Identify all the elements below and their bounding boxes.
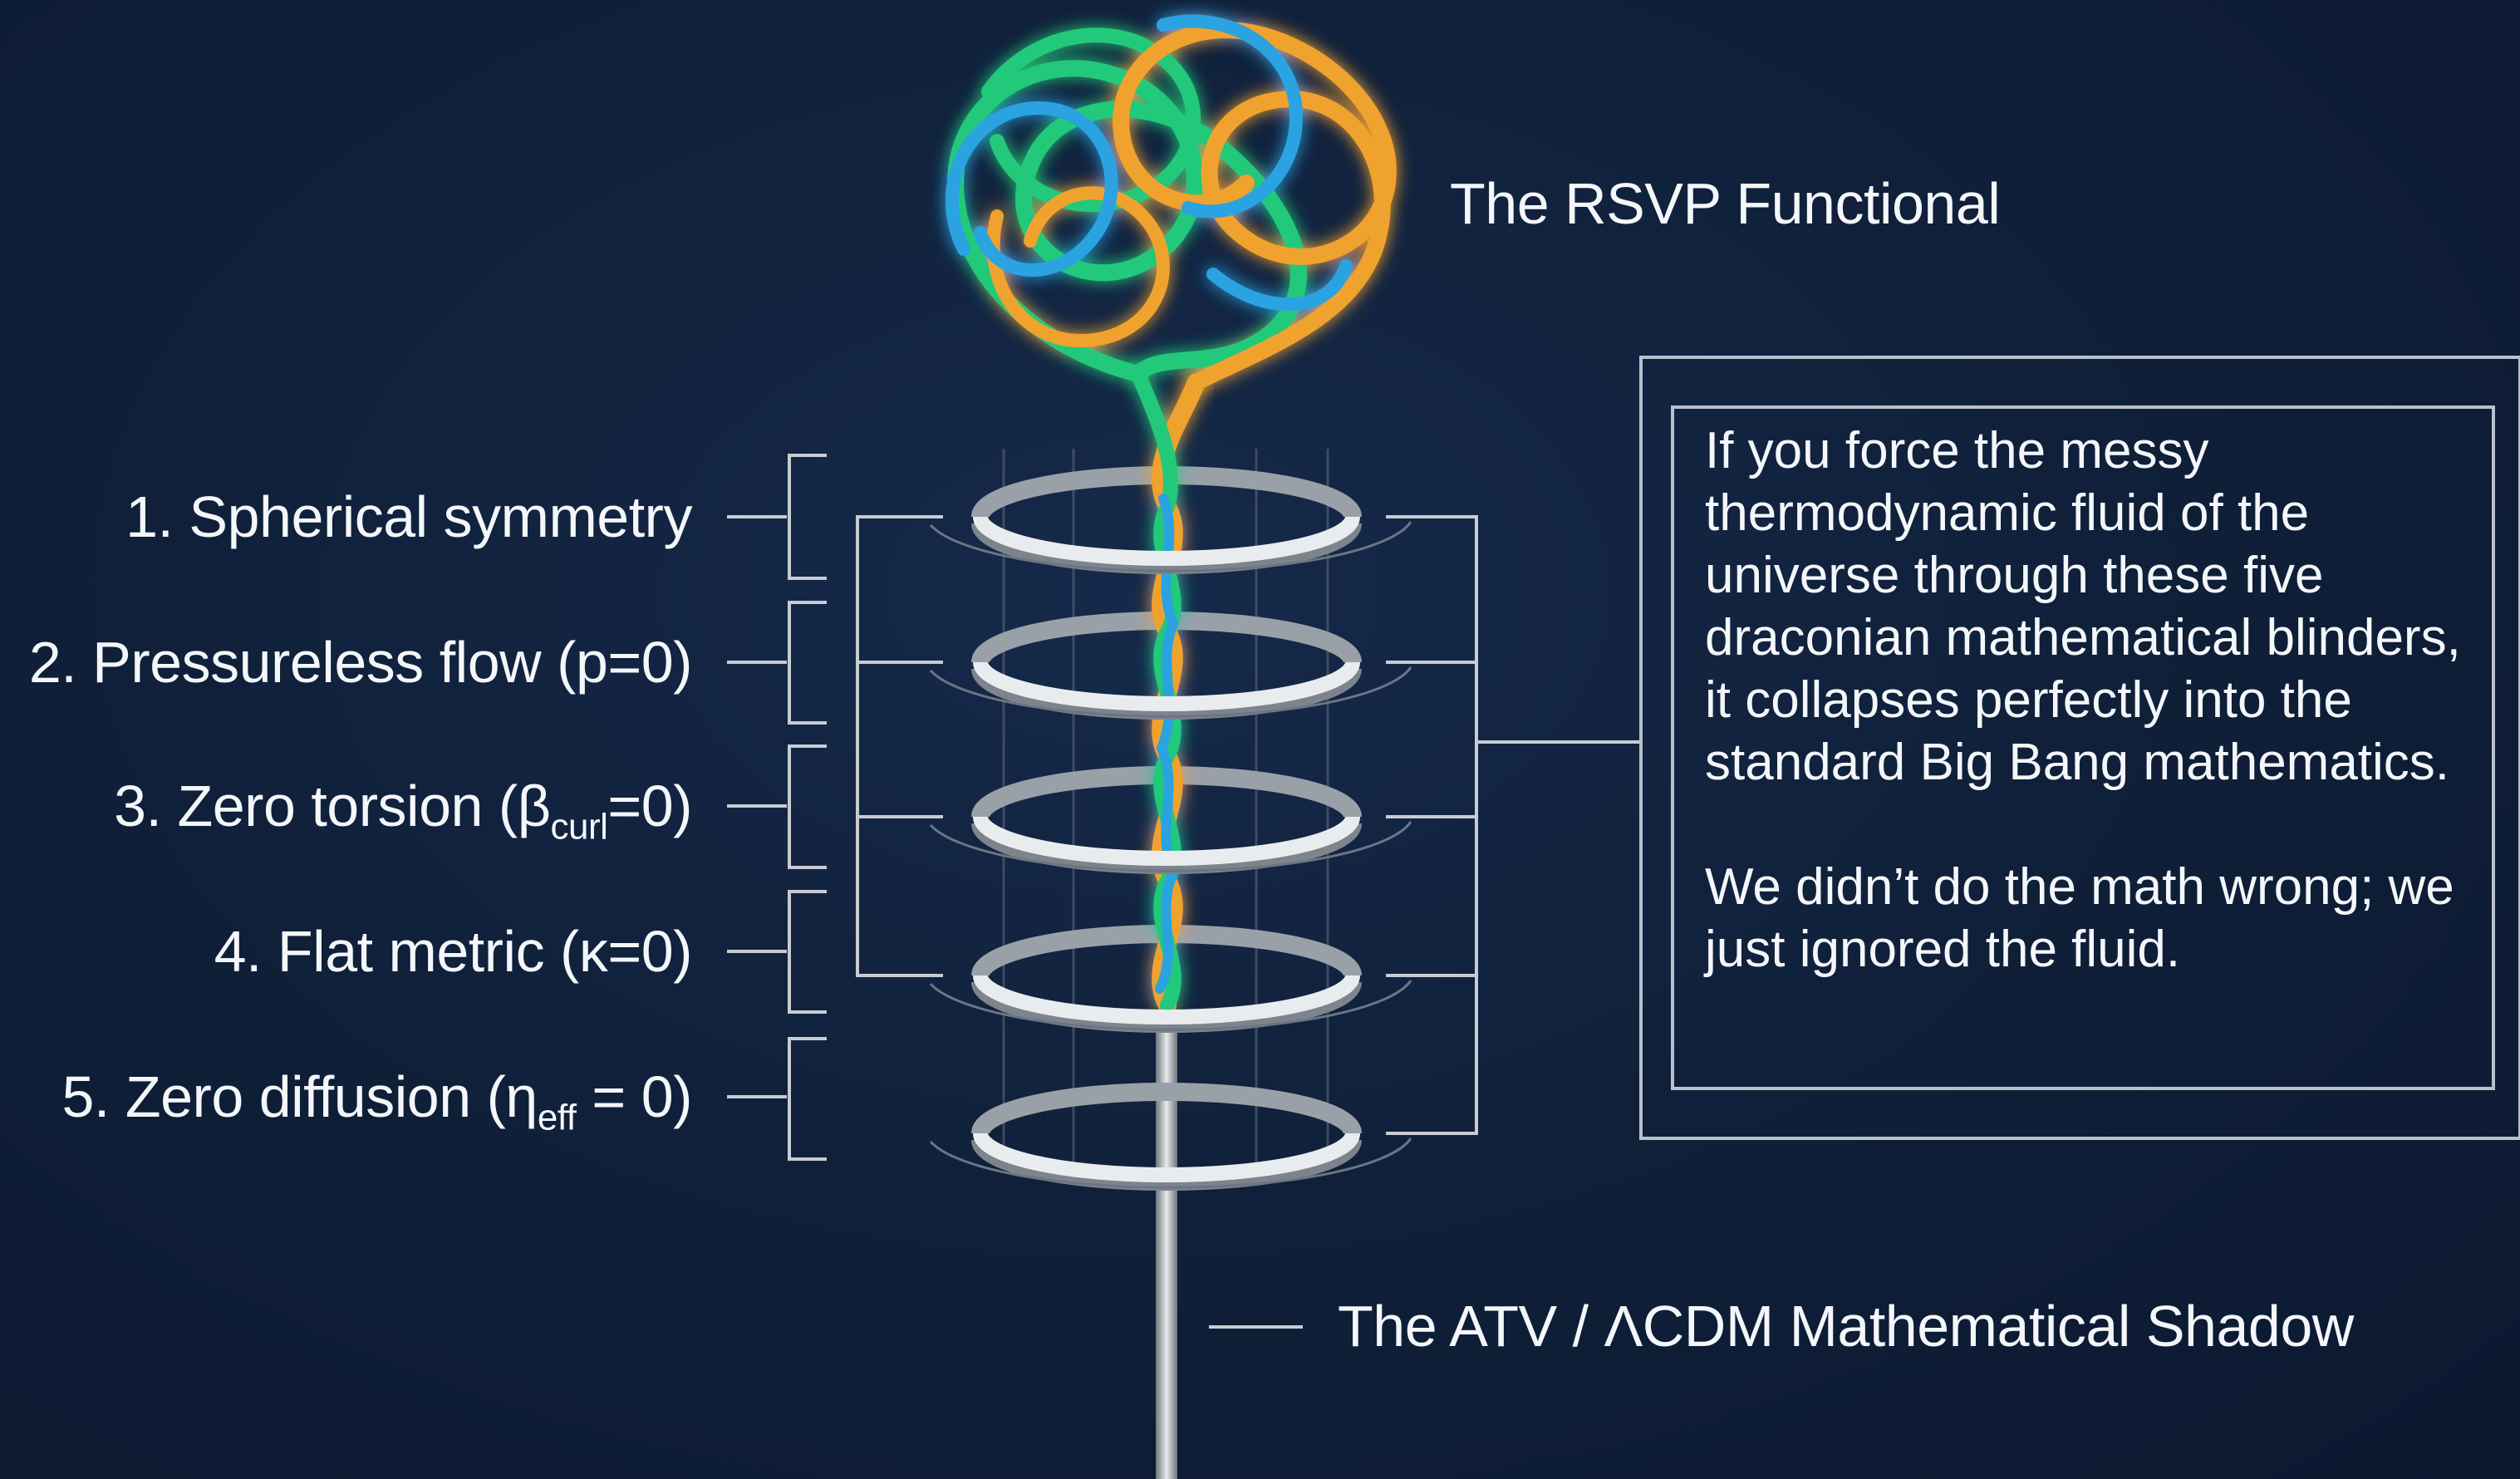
condition-3-text-post: =0) — [607, 774, 692, 838]
condition-1-number: 1. — [125, 484, 174, 549]
condition-1-text: Spherical symmetry — [189, 484, 692, 549]
callout-inner-frame — [1671, 405, 2495, 1090]
right-bracket — [1386, 515, 1641, 1135]
condition-3: 3. Zero torsion (βcurl=0) — [114, 771, 692, 845]
atv-lcdm-shadow-title: The ATV / ΛCDM Mathematical Shadow — [1338, 1294, 2354, 1359]
condition-4: 4. Flat metric (κ=0) — [214, 916, 693, 986]
condition-5: 5. Zero diffusion (ηeff = 0) — [61, 1062, 692, 1136]
condition-5-number: 5. — [61, 1064, 110, 1129]
condition-4-text: Flat metric (κ=0) — [277, 919, 693, 984]
ring-1-motion-arc — [929, 521, 1412, 572]
callout-paragraph-2: We didn’t do the math wrong; we just ign… — [1705, 858, 2454, 978]
rings-front — [929, 515, 1412, 1191]
condition-3-number: 3. — [114, 774, 162, 838]
ring-1-front — [973, 515, 1360, 566]
rsvp-knot — [945, 14, 1397, 391]
callout-outer-frame — [1639, 356, 2520, 1140]
condition-2-text: Pressureless flow (p=0) — [92, 630, 692, 695]
ring-2-front — [973, 661, 1360, 711]
ring-2-motion-arc — [929, 666, 1412, 718]
condition-1: 1. Spherical symmetry — [125, 482, 692, 552]
shadow-rod — [1156, 1026, 1177, 1479]
condition-4-number: 4. — [214, 919, 263, 984]
condition-3-subscript: curl — [550, 806, 608, 848]
condition-2: 2. Pressureless flow (p=0) — [28, 627, 693, 697]
braided-strand — [1131, 366, 1206, 1015]
condition-5-subscript: eff — [537, 1097, 577, 1138]
ring-5-front — [973, 1132, 1360, 1182]
ring-4-motion-arc — [929, 980, 1412, 1031]
callout-paragraph-1: If you force the messy thermodynamic flu… — [1705, 422, 2461, 791]
ring-5-motion-arc — [929, 1138, 1412, 1189]
condition-2-number: 2. — [28, 630, 77, 695]
ring-4-front — [973, 974, 1360, 1024]
left-brackets — [727, 454, 943, 1161]
callout-text: If you force the messy thermodynamic flu… — [1705, 420, 2486, 980]
condition-3-text-pre: Zero torsion (β — [177, 774, 551, 838]
condition-5-text-pre: Zero diffusion (η — [125, 1064, 538, 1129]
condition-5-text-post: = 0) — [576, 1064, 692, 1129]
ring-3-motion-arc — [929, 821, 1412, 872]
rsvp-functional-title: The RSVP Functional — [1450, 171, 2001, 236]
ring-5-back — [971, 1083, 1362, 1135]
ring-3-front — [973, 815, 1360, 866]
